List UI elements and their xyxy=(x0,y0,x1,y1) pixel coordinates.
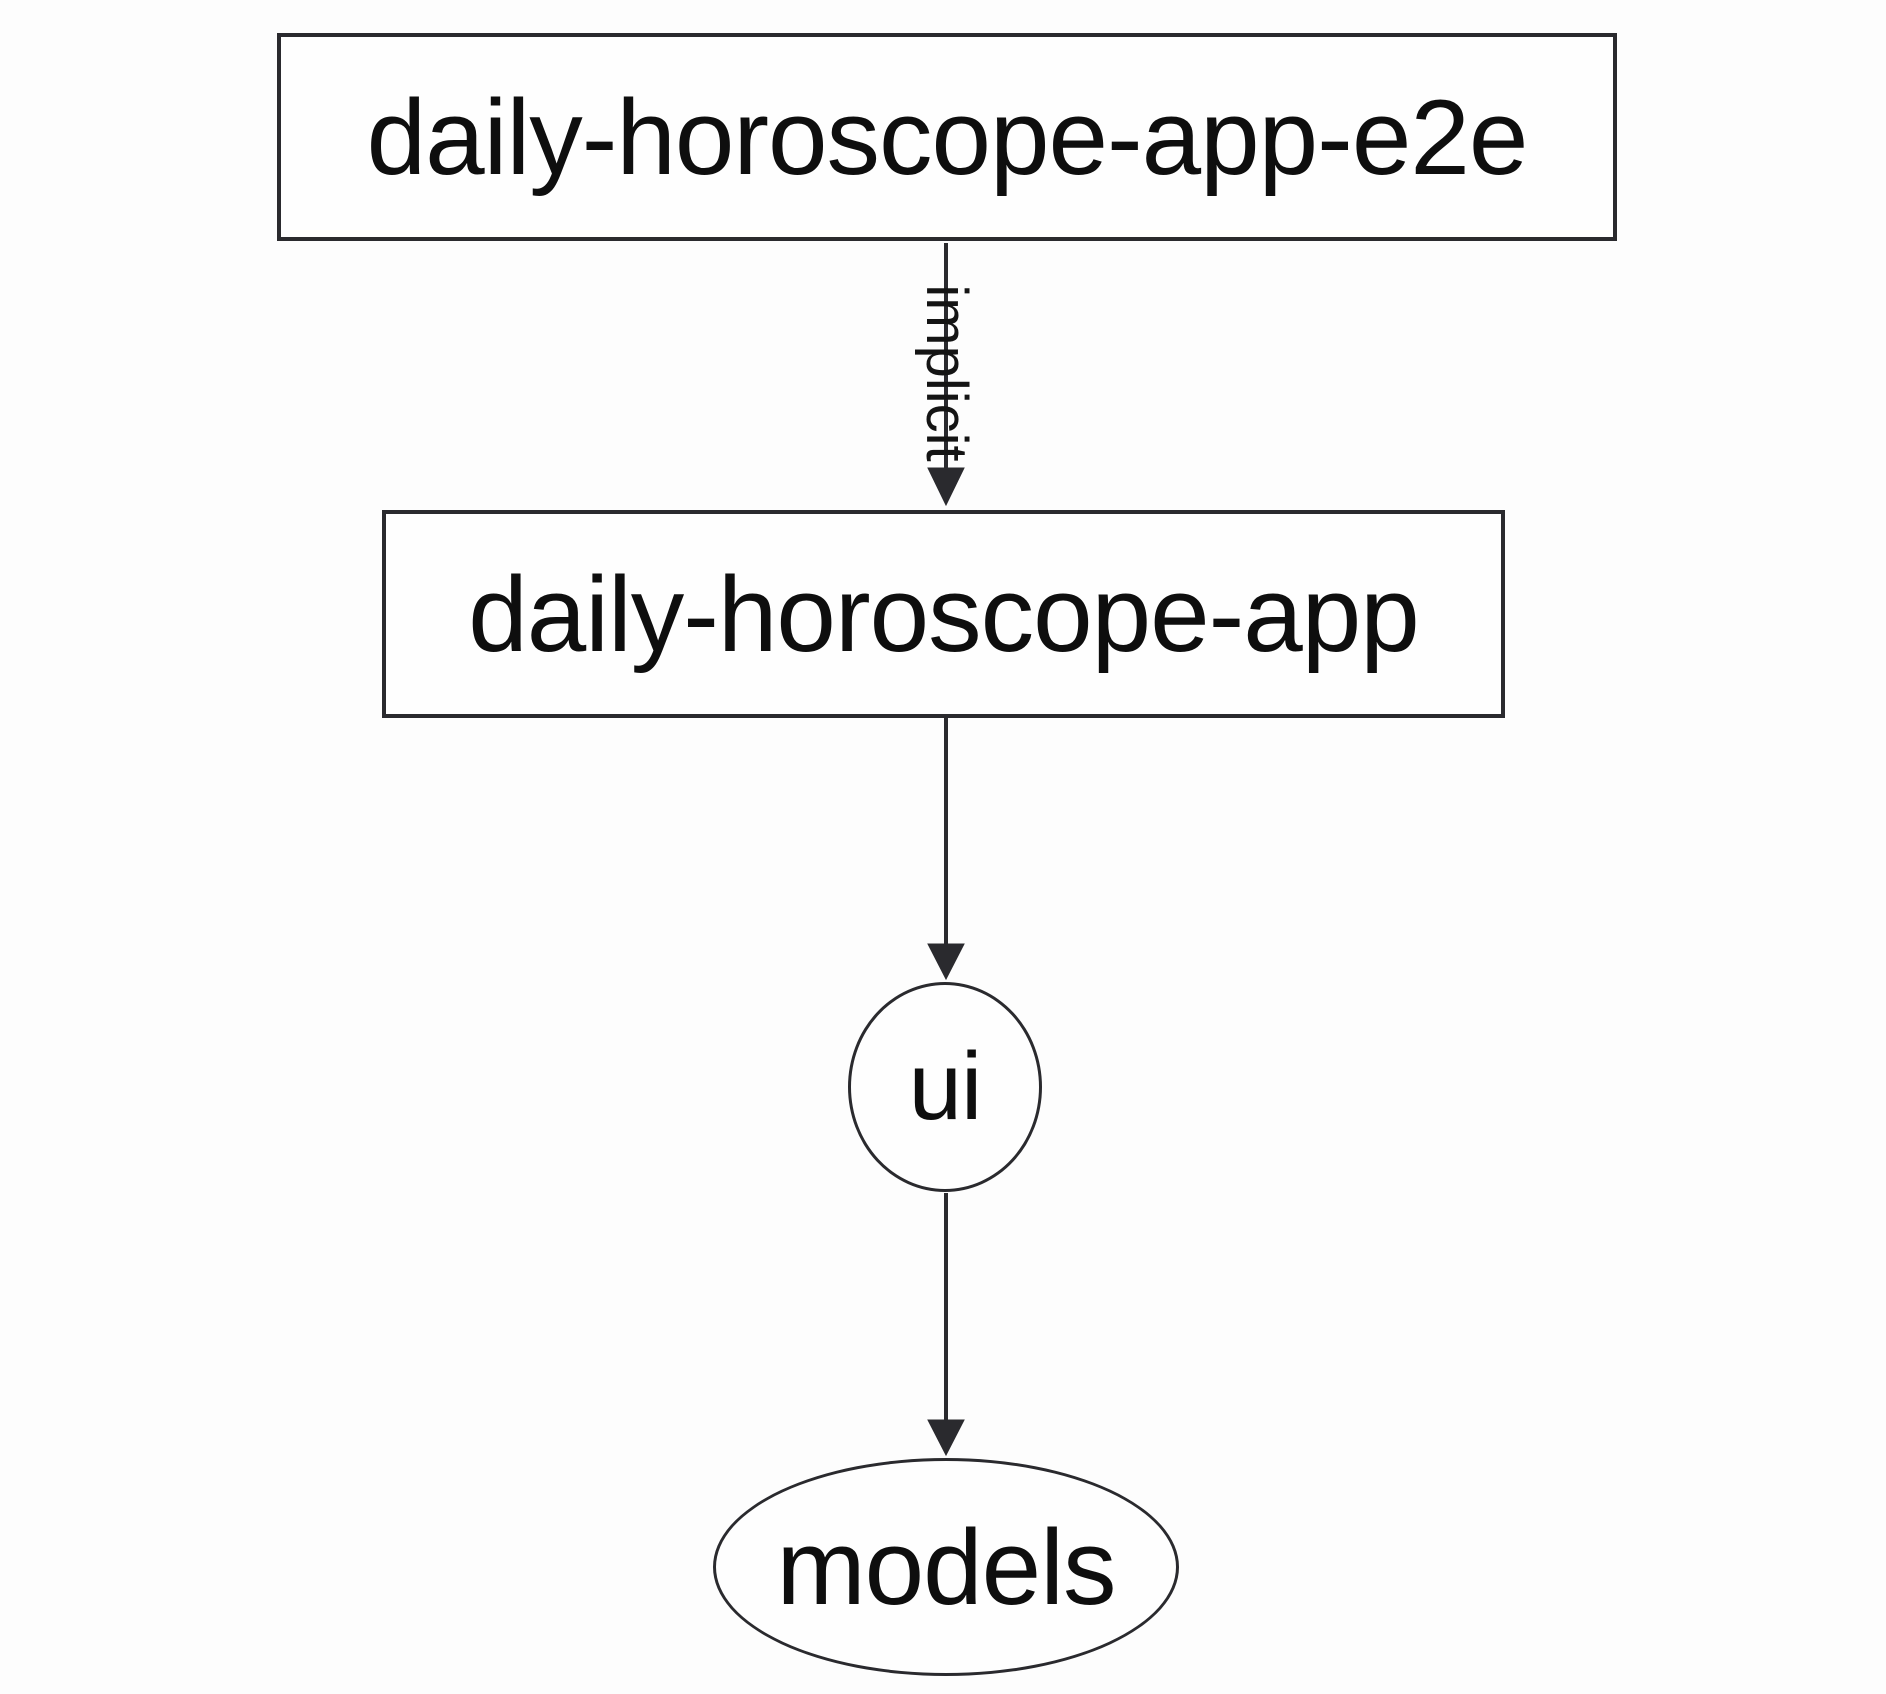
node-ui[interactable]: ui xyxy=(848,982,1042,1192)
node-daily-horoscope-app[interactable]: daily-horoscope-app xyxy=(382,510,1505,718)
node-label: daily-horoscope-app xyxy=(468,553,1420,674)
node-models[interactable]: models xyxy=(713,1458,1179,1676)
node-label: daily-horoscope-app-e2e xyxy=(366,76,1529,197)
node-daily-horoscope-app-e2e[interactable]: daily-horoscope-app-e2e xyxy=(277,33,1617,241)
edge-app-to-ui xyxy=(927,718,965,981)
arrowhead-down-icon xyxy=(927,467,965,507)
edge-ui-to-models xyxy=(927,1193,965,1457)
node-label: models xyxy=(776,1506,1117,1627)
edge-label-implicit: implicit xyxy=(914,284,979,462)
arrowhead-down-icon xyxy=(927,943,965,981)
arrowhead-down-icon xyxy=(927,1419,965,1457)
node-label: ui xyxy=(908,1033,983,1140)
